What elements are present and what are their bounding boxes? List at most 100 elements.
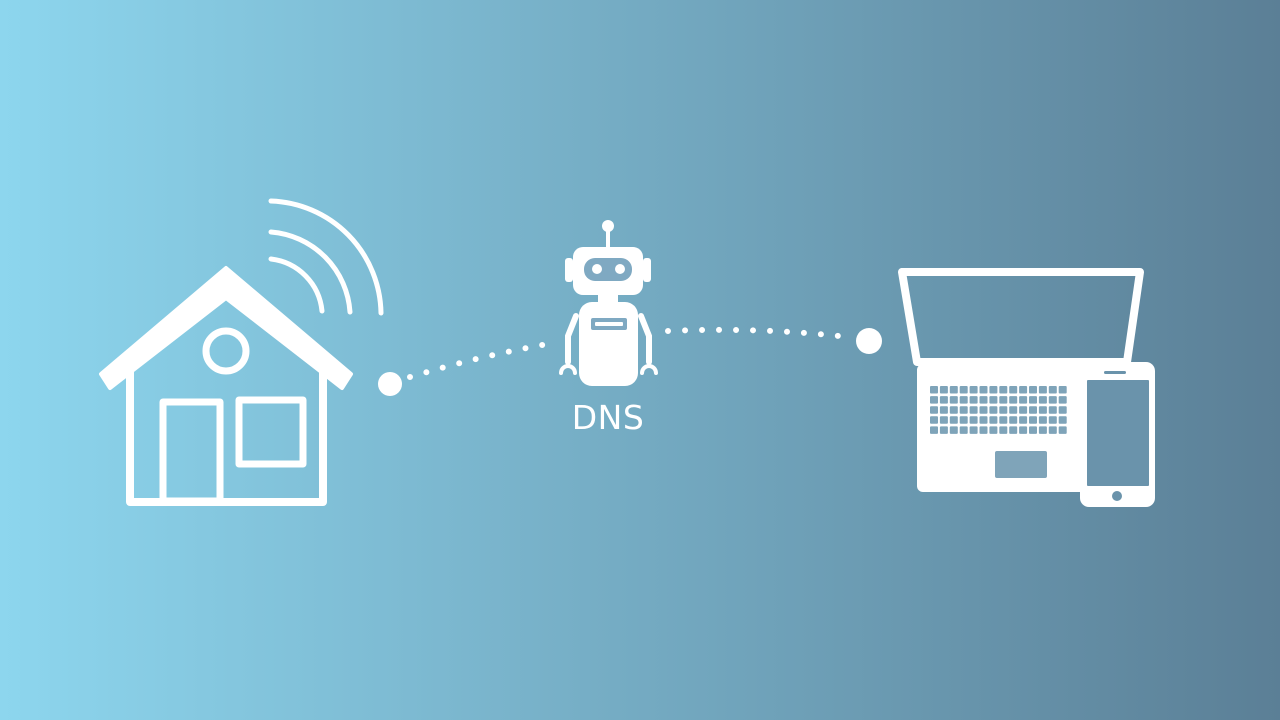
keyboard-key [1058,386,1067,394]
keyboard-key [959,386,968,394]
keyboard-key [1038,386,1047,394]
keyboard-key [1048,386,1057,394]
keyboard-key [939,386,948,394]
keyboard-key [959,396,968,404]
keyboard-key [969,416,978,424]
keyboard-key [949,386,958,394]
keyboard-key [1019,426,1028,434]
wifi-wave-small [268,256,325,314]
phone-home-button [1112,491,1122,501]
keyboard-key [1038,416,1047,424]
house-walls [126,366,327,506]
wifi-wave-large [268,198,384,316]
robot-eye-left [592,264,602,274]
keyboard-key [1048,396,1057,404]
house-wifi-icon [99,198,384,506]
keyboard-key [1029,426,1037,434]
keyboard-key [979,416,988,424]
robot-neck [598,294,618,302]
keyboard-key [1038,396,1047,404]
keyboard-key [1009,416,1018,424]
keyboard-key [959,416,968,424]
keyboard-key [979,386,988,394]
house-roof [99,266,353,390]
robot-visor [584,258,632,281]
house-window [235,396,307,468]
keyboard-key [1019,416,1028,424]
keyboard-key [999,426,1008,434]
keyboard-key [1029,406,1037,414]
dns-label: DNS [571,398,645,437]
keyboard-key [969,396,978,404]
keyboard-key [959,406,968,414]
keyboard-key [949,426,958,434]
keyboard-key [989,406,998,414]
keyboard-key [969,426,978,434]
keyboard-key [959,426,968,434]
robot-arm-left [565,313,579,365]
keyboard-key [939,396,948,404]
robot-arm-right [638,313,652,365]
phone-speaker [1104,371,1126,374]
keyboard-key [999,416,1008,424]
laptop-trackpad [995,451,1047,478]
robot-hand-left [559,364,577,375]
keyboard-key [979,426,988,434]
keyboard-key [1009,396,1018,404]
keyboard-key [930,396,938,404]
laptop-phone-icon [898,268,1155,507]
keyboard-key [979,406,988,414]
keyboard-key [989,386,998,394]
dotted-link-home-dns [407,341,551,380]
keyboard-key [1048,406,1057,414]
keyboard-key [1029,386,1037,394]
wifi-wave-medium [268,229,353,315]
keyboard-key [1048,426,1057,434]
keyboard-key [930,416,938,424]
keyboard-key [1009,426,1018,434]
keyboard-key [939,426,948,434]
keyboard-key [1009,406,1018,414]
keyboard-key [979,396,988,404]
keyboard-key [1009,386,1018,394]
robot-ear-left [565,258,573,282]
keyboard-key [969,406,978,414]
keyboard-key [1058,416,1067,424]
keyboard-key [939,416,948,424]
keyboard-key [949,396,958,404]
robot-chest-panel-inner [595,322,623,326]
robot-body [579,302,638,386]
keyboard-key [1038,426,1047,434]
keyboard-key [949,406,958,414]
robot-icon [559,220,658,386]
keyboard-key [999,396,1008,404]
keyboard-key [989,396,998,404]
keyboard-key [999,386,1008,394]
robot-eye-right [615,264,625,274]
robot-antenna-tip [602,220,614,232]
keyboard-key [939,406,948,414]
robot-antenna [606,229,610,249]
robot-hand-right [640,364,658,375]
keyboard-key [930,406,938,414]
keyboard-key [1038,406,1047,414]
keyboard-key [1019,406,1028,414]
keyboard-key [999,406,1008,414]
laptop-keyboard [930,386,1067,434]
house-door [159,398,224,505]
keyboard-key [1048,416,1057,424]
keyboard-key [1058,396,1067,404]
keyboard-key [989,426,998,434]
connector-dot-right [856,328,882,354]
phone-screen [1087,380,1149,486]
house-round-window [202,327,250,375]
keyboard-key [930,386,938,394]
keyboard-key [969,386,978,394]
keyboard-key [1058,406,1067,414]
keyboard-key [949,416,958,424]
keyboard-key [1019,396,1028,404]
keyboard-key [930,426,938,434]
keyboard-key [1029,396,1037,404]
